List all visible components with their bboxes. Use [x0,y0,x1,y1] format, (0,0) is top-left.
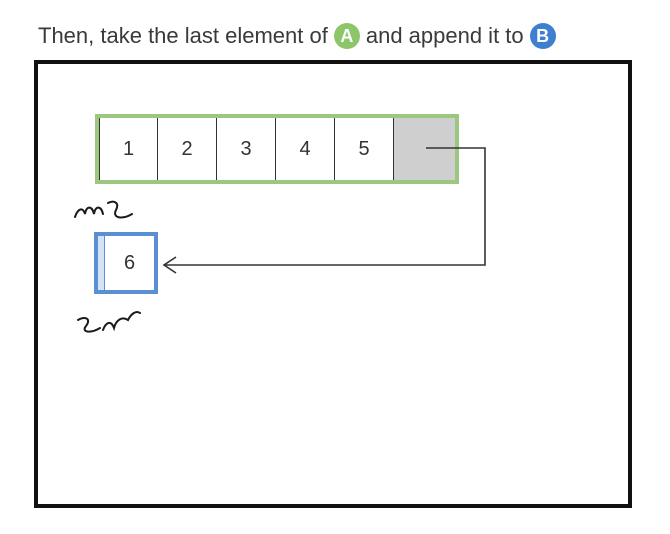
array-b: 6 [94,232,158,294]
caption: Then, take the last element of A and app… [38,20,556,52]
array-a-empty-slot [394,118,455,180]
caption-text-start: Then, take the last element of [38,23,328,48]
array-a-cell: 5 [335,118,394,180]
badge-b: B [529,23,556,49]
array-a: 1 2 3 4 5 [95,114,459,184]
array-a-cell: 1 [99,118,158,180]
array-a-cell: 3 [217,118,276,180]
array-a-cell: 4 [276,118,335,180]
badge-a: A [333,23,360,49]
array-a-cell: 2 [158,118,217,180]
array-b-cell: 6 [123,251,136,274]
caption-text-middle: and append it to [365,23,524,48]
array-b-edge [98,236,105,290]
